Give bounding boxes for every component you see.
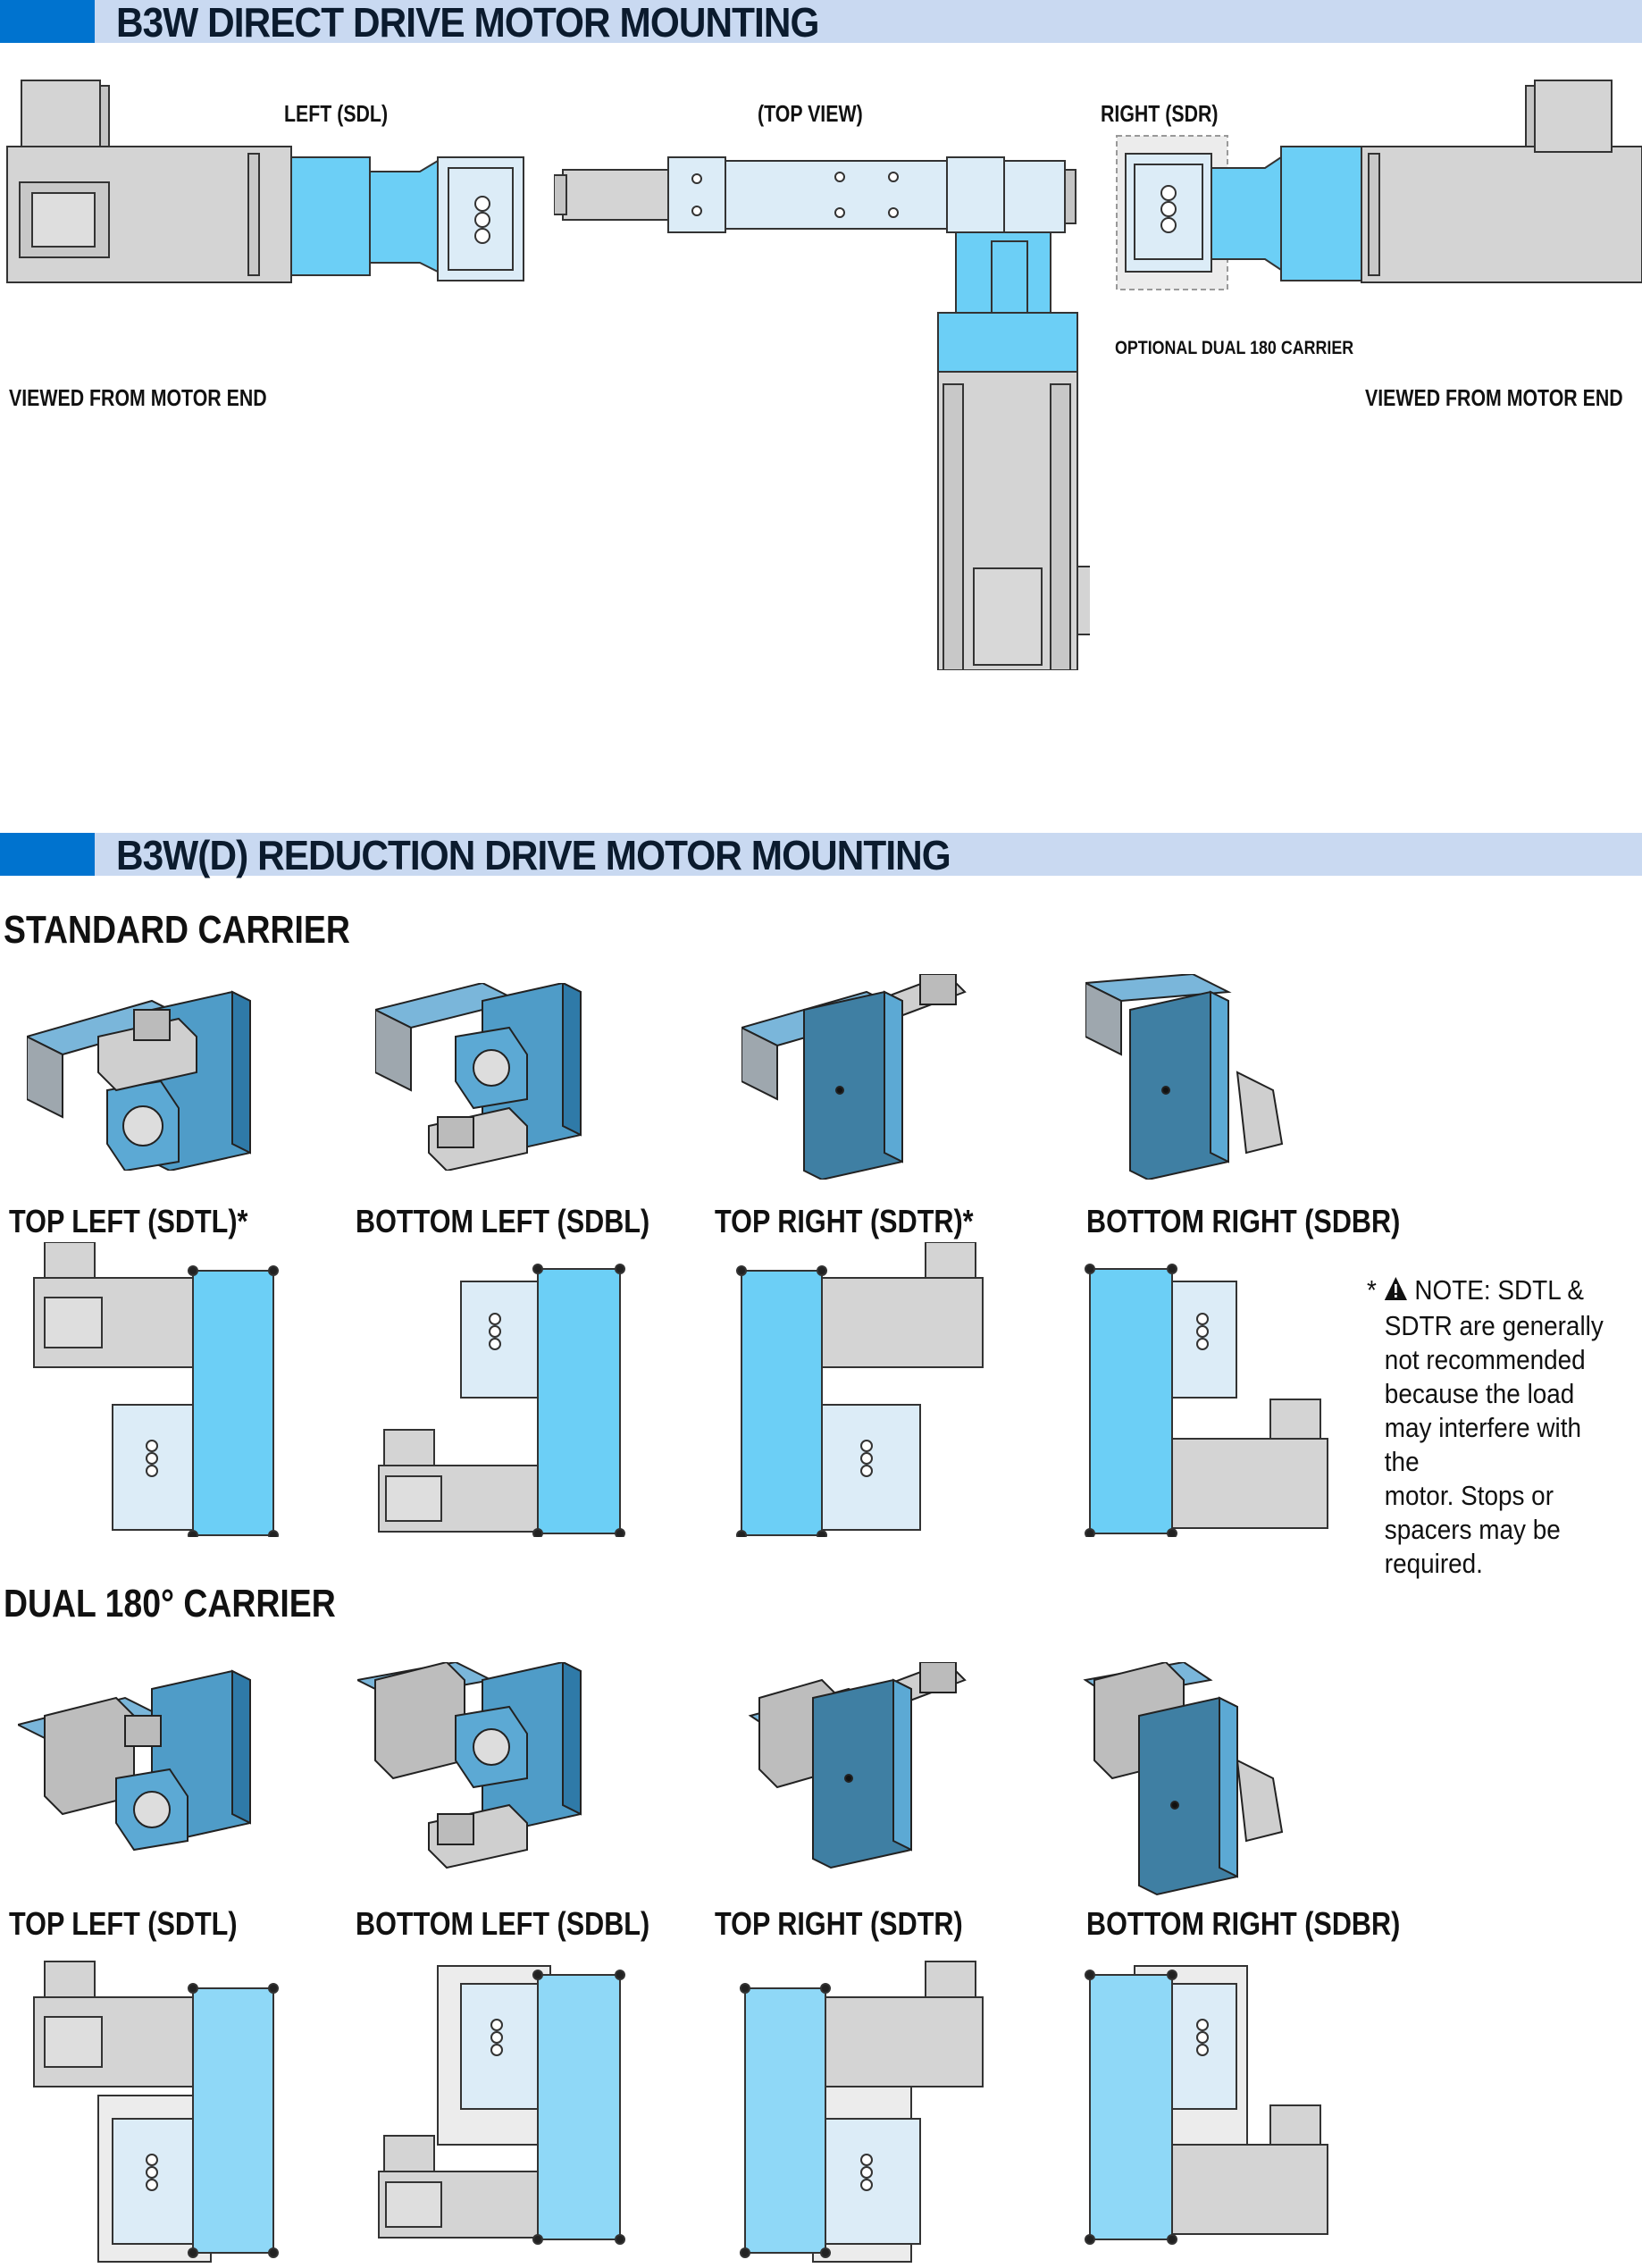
note-asterisk: * bbox=[1367, 1274, 1377, 1306]
iso-dual-sdtr bbox=[748, 1662, 967, 1869]
note-line-8: required. bbox=[1384, 1548, 1483, 1579]
note-line-5: may interfere with the bbox=[1384, 1412, 1581, 1477]
top-view-direct-drive-figure bbox=[554, 156, 1090, 670]
iso-dual-sdbr bbox=[1083, 1662, 1284, 1896]
heading-dual-carrier: DUAL 180° CARRIER bbox=[4, 1582, 336, 1625]
sdl-direct-drive-figure bbox=[6, 80, 524, 283]
dual-label-sdtr: TOP RIGHT (SDTR) bbox=[715, 1905, 963, 1942]
note-line-1: NOTE: SDTL & bbox=[1414, 1274, 1585, 1306]
schematic-dual-sdtl bbox=[33, 1961, 279, 2263]
schematic-dual-sdtr bbox=[740, 1961, 984, 2263]
schematic-dual-sdbr bbox=[1085, 1965, 1328, 2245]
sdtl-sdtr-note: * NOTE: SDTL & SDTR are generally not re… bbox=[1367, 1273, 1616, 1581]
note-line-7: spacers may be bbox=[1384, 1514, 1561, 1545]
note-line-3: not recommended bbox=[1384, 1344, 1586, 1375]
label-optional-dual-carrier: OPTIONAL DUAL 180 CARRIER bbox=[1115, 338, 1354, 358]
iso-dual-sdtl bbox=[18, 1669, 251, 1852]
iso-standard-sdtr bbox=[741, 974, 967, 1180]
note-line-6: motor. Stops or bbox=[1384, 1480, 1554, 1511]
std-label-sdtr: TOP RIGHT (SDTR)* bbox=[715, 1203, 974, 1239]
banner-accent bbox=[0, 833, 95, 876]
schematic-standard-sdbr bbox=[1085, 1264, 1328, 1537]
section-title-reduction: B3W(D) REDUCTION DRIVE MOTOR MOUNTING bbox=[116, 832, 951, 878]
std-label-sdbl: BOTTOM LEFT (SDBL) bbox=[356, 1203, 650, 1239]
iso-standard-sdtl bbox=[27, 990, 251, 1171]
dual-label-sdbr: BOTTOM RIGHT (SDBR) bbox=[1086, 1905, 1401, 1942]
section-banner-direct: B3W DIRECT DRIVE MOTOR MOUNTING bbox=[0, 0, 1642, 46]
warning-triangle-icon bbox=[1384, 1275, 1408, 1309]
banner-accent bbox=[0, 0, 95, 43]
schematic-standard-sdtr bbox=[736, 1242, 984, 1537]
iso-standard-sdbl bbox=[375, 983, 582, 1171]
note-line-2: SDTR are generally bbox=[1384, 1310, 1604, 1341]
note-line-4: because the load bbox=[1384, 1378, 1575, 1409]
label-viewed-from-motor-end-right: VIEWED FROM MOTOR END bbox=[1365, 384, 1623, 411]
std-label-sdbr: BOTTOM RIGHT (SDBR) bbox=[1086, 1203, 1401, 1239]
section-banner-reduction: B3W(D) REDUCTION DRIVE MOTOR MOUNTING bbox=[0, 832, 1642, 878]
section-title-direct: B3W DIRECT DRIVE MOTOR MOUNTING bbox=[116, 0, 819, 46]
sdr-direct-drive-figure bbox=[1116, 80, 1642, 290]
dual-label-sdbl: BOTTOM LEFT (SDBL) bbox=[356, 1905, 650, 1942]
iso-dual-sdbl bbox=[357, 1662, 582, 1869]
schematic-standard-sdtl bbox=[33, 1242, 279, 1537]
heading-standard-carrier: STANDARD CARRIER bbox=[4, 908, 350, 952]
std-label-sdtl: TOP LEFT (SDTL)* bbox=[9, 1203, 248, 1239]
dual-label-sdtl: TOP LEFT (SDTL) bbox=[9, 1905, 238, 1942]
label-right-sdr: RIGHT (SDR) bbox=[1101, 100, 1219, 127]
label-left-sdl: LEFT (SDL) bbox=[284, 100, 389, 127]
label-top-view: (TOP VIEW) bbox=[758, 100, 863, 127]
iso-standard-sdbr bbox=[1085, 974, 1284, 1180]
label-viewed-from-motor-end-left: VIEWED FROM MOTOR END bbox=[9, 384, 267, 411]
schematic-standard-sdbl bbox=[378, 1264, 625, 1537]
schematic-dual-sdbl bbox=[378, 1965, 625, 2245]
